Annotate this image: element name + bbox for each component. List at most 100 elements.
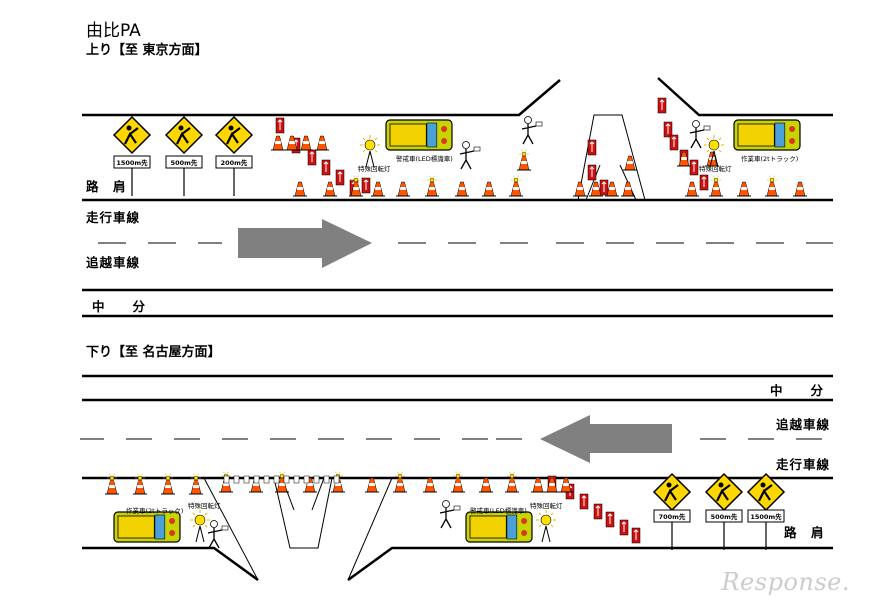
rotating-lamp [190, 510, 210, 543]
traffic-cone [275, 471, 289, 493]
down-shoulder-label: 路 肩 [784, 525, 825, 540]
lane-marker [243, 475, 250, 484]
up-rotating-light-caption: 特殊回転灯 [358, 165, 391, 173]
traffic-cone [559, 477, 573, 493]
distance-label: 1500m先 [116, 158, 148, 167]
distance-label: 1500m先 [750, 512, 782, 521]
traffic-cone [517, 149, 531, 171]
distance-label: 700m先 [659, 512, 686, 521]
traffic-cone [623, 155, 637, 171]
down-pa-island [203, 477, 393, 581]
traffic-cone [425, 175, 439, 197]
arrow-board [605, 511, 615, 528]
lane-marker [303, 475, 310, 484]
traffic-cone [737, 181, 751, 197]
rotating-lamp [536, 510, 556, 543]
traffic-cone [793, 181, 807, 197]
lane-marker [273, 475, 280, 484]
up-sign-1500m: 1500m先 [112, 115, 152, 196]
traffic-cone [161, 473, 175, 495]
traffic-cone [573, 181, 587, 197]
arrow-board [599, 179, 609, 196]
traffic-cone [685, 181, 699, 197]
down-travel-lane-label: 走行車線 [776, 457, 831, 472]
arrow-board [587, 139, 597, 156]
response-logo: Response. [721, 568, 850, 596]
traffic-cone [423, 477, 437, 493]
arrow-board [657, 97, 667, 114]
arrow-board [619, 519, 629, 536]
lane-marker [283, 475, 290, 484]
down-direction-heading: 下り【至 名古屋方面】 [86, 345, 221, 360]
traffic-cone [303, 477, 317, 493]
arrow-board [275, 117, 285, 134]
distance-label: 500m先 [711, 512, 738, 521]
traffic-cone [365, 477, 379, 493]
worker-icon [176, 127, 191, 145]
up-warning-vehicle-caption: 警戒車(LED標識車) [396, 155, 453, 163]
lane-marker [313, 475, 320, 484]
arrow-board [593, 503, 603, 520]
down-sign-700m: 700m先 [652, 472, 692, 550]
up-shoulder-label: 路 肩 [86, 179, 127, 194]
lane-marker [333, 475, 340, 484]
down-traffic-arrow [540, 415, 672, 463]
traffic-cone [189, 473, 203, 495]
up-median-label: 中 分 [92, 299, 147, 314]
arrow-board [361, 177, 371, 194]
down-sign-1500m: 1500m先 [746, 472, 786, 550]
worker-icon [758, 484, 773, 502]
arrow-board [587, 164, 597, 181]
down-passing-lane-label: 追越車線 [776, 417, 831, 432]
traffic-cone [299, 135, 313, 151]
traffic-cone [393, 471, 407, 493]
worker-icon [716, 484, 731, 502]
traffic-cone [509, 175, 523, 197]
traffic-cone [105, 473, 119, 495]
lane-marker [263, 475, 270, 484]
down-rotating-light-caption-2: 特殊回転灯 [530, 502, 563, 510]
arrow-board [307, 149, 317, 166]
distance-label: 200m先 [221, 158, 248, 167]
traffic-cone [371, 181, 385, 197]
up-passing-lane-label: 追越車線 [86, 255, 141, 270]
lane-marker [293, 475, 300, 484]
down-warning-vehicle [465, 511, 533, 543]
arrow-board [579, 493, 589, 510]
traffic-cone [293, 181, 307, 197]
up-road-lines [82, 77, 833, 318]
up-direction-heading: 上り【至 東京方面】 [86, 43, 208, 58]
traffic-cone [605, 181, 619, 197]
traffic-cone [271, 135, 285, 151]
up-rotating-light-caption-2: 特殊回転灯 [699, 165, 732, 173]
flag-worker [439, 500, 461, 529]
down-road-lines [82, 374, 833, 582]
down-median-label: 中 分 [770, 383, 825, 398]
up-traffic-arrow [238, 219, 372, 268]
down-work-truck-caption: 作業車(2tトラック) [126, 507, 184, 515]
traffic-cone [479, 477, 493, 493]
arrow-board [669, 134, 679, 151]
down-sign-500m: 500m先 [704, 472, 744, 550]
rotating-lamp [360, 135, 380, 168]
lane-marker [233, 475, 240, 484]
up-sign-200m: 200m先 [214, 115, 254, 196]
traffic-cone [323, 181, 337, 197]
rotating-lamp [704, 135, 724, 168]
traffic-cone [531, 477, 545, 493]
flag-worker [521, 116, 543, 145]
traffic-cone [621, 181, 635, 197]
traffic-cone [315, 135, 329, 151]
traffic-cone [349, 175, 363, 197]
flag-worker [207, 520, 229, 549]
lane-marker [223, 475, 230, 484]
down-work-truck [113, 511, 181, 543]
arrow-board [663, 121, 673, 138]
traffic-cone [133, 473, 147, 495]
traffic-cone [505, 471, 519, 493]
traffic-cone [285, 135, 299, 151]
arrow-board [321, 159, 331, 176]
traffic-cone [589, 181, 603, 197]
traffic-cone [455, 181, 469, 197]
